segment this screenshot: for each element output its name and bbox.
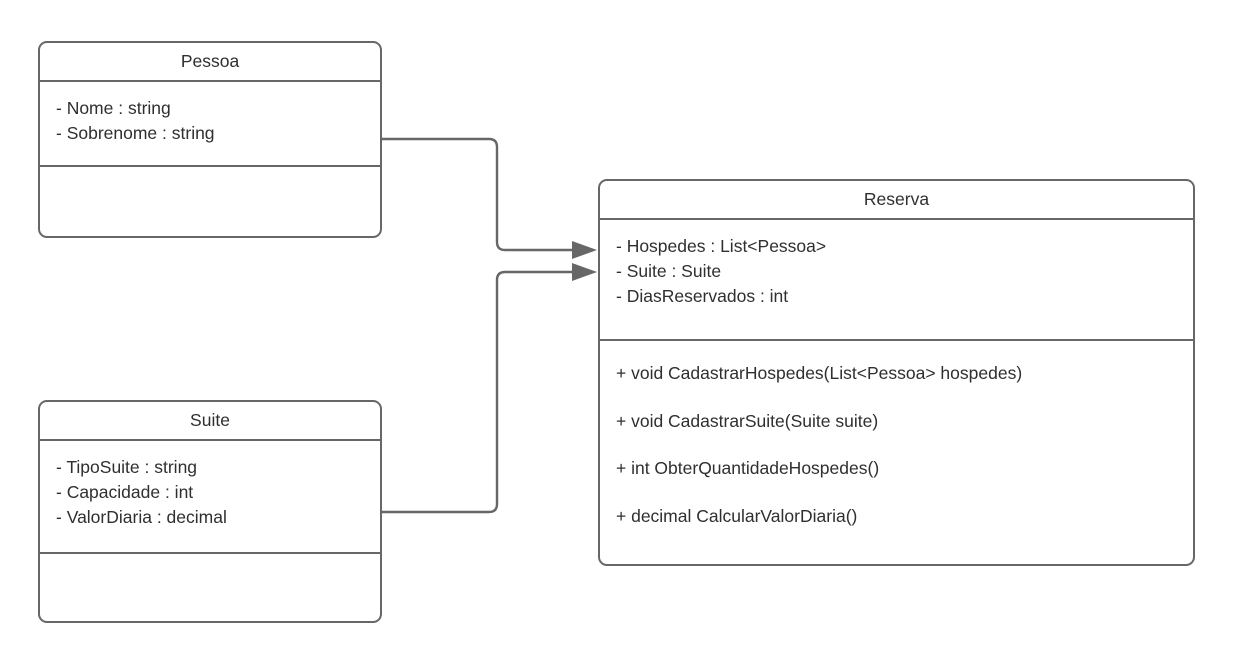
class-title-reserva: Reserva <box>600 181 1193 220</box>
class-attributes-suite: - TipoSuite : string - Capacidade : int … <box>40 441 380 554</box>
attribute-item: - Nome : string <box>56 98 171 118</box>
class-operations-reserva: + void CadastrarHospedes(List<Pessoa> ho… <box>600 341 1193 535</box>
class-attributes-pessoa: - Nome : string - Sobrenome : string <box>40 82 380 167</box>
connector-pessoa-to-reserva <box>381 137 585 252</box>
class-title-pessoa: Pessoa <box>40 43 380 82</box>
operation-item: + void CadastrarHospedes(List<Pessoa> ho… <box>616 363 1023 383</box>
attribute-item: - Capacidade : int <box>56 481 194 502</box>
attribute-item: - ValorDiaria : decimal <box>56 506 227 527</box>
attribute-item: - TipoSuite : string <box>56 457 198 477</box>
attribute-item: - Sobrenome : string <box>56 122 215 143</box>
operation-item: + int ObterQuantidadeHospedes() <box>616 458 880 478</box>
arrowhead-suite-to-reserva <box>572 263 597 281</box>
connector-suite-to-reserva <box>381 270 585 514</box>
attribute-item: - DiasReservados : int <box>616 285 789 306</box>
attribute-item: - Hospedes : List<Pessoa> <box>616 236 827 256</box>
operation-item: + void CadastrarSuite(Suite suite) <box>616 410 879 431</box>
class-box-pessoa[interactable]: Pessoa - Nome : string - Sobrenome : str… <box>38 41 382 238</box>
operation-item: + decimal CalcularValorDiaria() <box>616 505 858 526</box>
class-box-suite[interactable]: Suite - TipoSuite : string - Capacidade … <box>38 400 382 623</box>
attribute-item: - Suite : Suite <box>616 260 722 281</box>
class-title-suite: Suite <box>40 402 380 441</box>
class-attributes-reserva: - Hospedes : List<Pessoa> - Suite : Suit… <box>600 220 1193 341</box>
arrowhead-pessoa-to-reserva <box>572 241 597 259</box>
class-box-reserva[interactable]: Reserva - Hospedes : List<Pessoa> - Suit… <box>598 179 1195 566</box>
